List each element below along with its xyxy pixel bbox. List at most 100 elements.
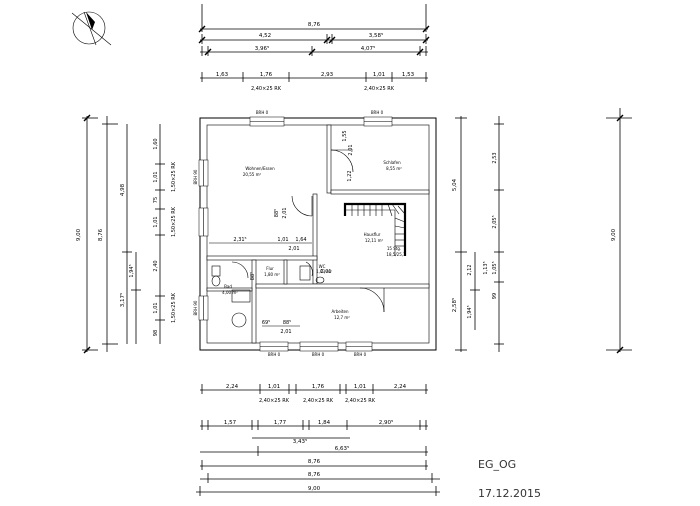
room-wohnen-area: 20,55 m²	[243, 172, 262, 177]
interior-wall	[206, 287, 253, 292]
inner-dim-2: 1,01	[277, 237, 288, 243]
inner-dim-10: 88⁵	[250, 272, 256, 280]
dim-left-inner: 8,76	[98, 228, 104, 241]
dim-bottom-3: 6,63⁵	[335, 445, 349, 452]
dim-bottom-window-2: 2,40×25 RK	[303, 398, 334, 404]
room-bad-area: 4,00 m²	[222, 290, 238, 295]
dim-top-4a: 1,63	[216, 72, 229, 78]
dim-top-3a: 3,96⁵	[255, 45, 269, 52]
dim-left-window-2: 1,50×25 RK	[171, 206, 177, 237]
dim-bottom-1c: 1,76	[312, 384, 325, 390]
dim-right-overall: 9,00	[611, 228, 617, 241]
room-bad-name: Bad	[224, 284, 232, 289]
wc-toilet-icon	[299, 265, 311, 281]
room-hausflur-name: Hausflur	[364, 232, 381, 237]
brh-bottom-3: BRH 0	[354, 352, 367, 357]
right-dimension-chains: 5,04 2,58⁵ 2,12 1,94⁵ 1,13⁵ 2,53 2,05⁵ 1…	[451, 108, 632, 354]
dim-right-b: 2,53	[492, 152, 498, 163]
room-arbeiten-name: Arbeiten	[331, 309, 349, 314]
brh-top-1: BRH 0	[256, 110, 269, 115]
dim-top-4e: 1,53	[402, 72, 415, 78]
dim-right-c: 2,05⁵	[492, 215, 498, 228]
staircase	[343, 202, 407, 256]
sink-icon	[231, 312, 247, 328]
dim-right-e: 2,12	[467, 264, 473, 275]
stairs-ratio: 18,5/25,1	[386, 252, 406, 257]
dim-right-i: 99	[492, 293, 498, 299]
inner-dim-3: 1,64	[295, 237, 306, 243]
interior-wall	[326, 124, 332, 194]
dim-left-overall: 9,00	[76, 228, 82, 241]
dim-bottom-5: 8,76	[308, 472, 321, 478]
brh-left-1: BRH 90	[193, 169, 198, 184]
interior-wall	[255, 283, 430, 289]
dim-left-window-3: 1,50×25 RK	[171, 292, 177, 323]
dim-right-g: 2,58⁵	[451, 298, 458, 312]
dim-top-overall: 8,76	[308, 22, 321, 28]
inner-dim-12: 69⁵	[262, 320, 270, 326]
dim-left-g: 1,01	[153, 216, 159, 227]
inner-dim-7: 2,01	[282, 207, 288, 218]
inner-dim-9: 1,55	[342, 130, 348, 141]
dim-left-f: 75	[153, 197, 159, 203]
dim-left-c: 1,94⁵	[129, 264, 135, 277]
dim-top-3b: 4,07⁵	[361, 45, 375, 52]
dim-bottom-1e: 2,24	[394, 384, 407, 390]
dim-left-i: 1,01	[153, 302, 159, 313]
plan-name: EG_OG	[478, 458, 517, 471]
room-flur-area: 1,80 m²	[264, 272, 280, 277]
inner-dim-11: 2,01	[320, 269, 331, 275]
dim-right-f: 1,94⁵	[467, 305, 473, 318]
dim-left-e: 1,01	[153, 171, 159, 182]
dim-bottom-2a: 1,57	[224, 420, 237, 426]
floor-plan: Wohnen/Essen 20,55 m² Schlafen 8,55 m² H…	[193, 110, 437, 357]
inner-dim-6: 88⁵	[274, 209, 280, 217]
dim-bottom-1a: 2,24	[226, 384, 239, 390]
dim-bottom-2c: 1,84	[318, 420, 331, 426]
room-wc-area: 1,63 m²	[316, 269, 332, 274]
dim-top-window-1: 2,40×25 RK	[251, 86, 282, 92]
inner-dim-4: 2,01	[288, 246, 299, 252]
brh-top-2: BRH 0	[371, 110, 384, 115]
dim-bottom-1b: 1,01	[268, 384, 280, 390]
brh-bottom-2: BRH 0	[312, 352, 325, 357]
dim-bottom-4: 8,76	[308, 459, 321, 465]
stairs-steps: 15 Stg.	[387, 246, 401, 251]
dim-left-j: 98	[153, 330, 159, 336]
room-wc-name: WC	[319, 264, 326, 269]
dim-top-2b: 3,58⁵	[369, 32, 383, 39]
dim-top-4c: 2,93	[321, 72, 334, 78]
left-dimension-chains: 9,00 8,76 4,98 3,17⁵ 1,94⁵ 1,60 1,01 75 …	[76, 114, 177, 354]
dim-left-window-1: 1,50×25 RK	[171, 161, 177, 192]
top-dimension-chains: 8,76 4,52 3,58⁵ 3,96⁵ 4,07⁵ 1,63	[198, 4, 430, 92]
interior-wall	[206, 255, 318, 261]
north-arrow-icon	[71, 11, 112, 46]
room-wohnen-name: Wohnen/Essen	[245, 166, 275, 171]
dim-top-4b: 1,76	[260, 72, 273, 78]
shower-icon	[231, 289, 251, 303]
dim-left-d: 1,60	[153, 138, 159, 149]
dim-top-2a: 4,52	[259, 33, 271, 39]
interior-wall	[251, 259, 257, 344]
inner-dim-13: 88⁵	[283, 320, 291, 326]
dim-left-h: 2,40	[153, 260, 159, 271]
room-schlafen-area: 8,55 m²	[386, 166, 402, 171]
inner-dim-14: 2,01	[280, 329, 291, 335]
dim-right-h: 1,05⁵	[492, 261, 498, 274]
dim-right-d: 1,13⁵	[483, 261, 489, 274]
dim-bottom-1d: 1,01	[354, 384, 366, 390]
dim-bottom-2d: 2,90⁵	[379, 419, 393, 426]
brh-left-2: BRH 90	[193, 300, 198, 315]
dim-left-a: 4,98	[120, 183, 126, 196]
dim-left-b: 3,17⁵	[119, 293, 126, 307]
interior-wall	[283, 259, 288, 285]
dim-right-a: 5,04	[452, 178, 458, 191]
dim-top-4d: 1,01	[373, 72, 385, 78]
inner-dim-5: 2,01	[348, 144, 354, 155]
interior-wall	[330, 189, 430, 195]
room-arbeiten-area: 12,7 m²	[334, 315, 350, 320]
bottom-dimension-chains: 2,24 1,01 1,76 1,01 2,24 2,40×25 RK 2,40…	[196, 384, 440, 496]
plan-date: 17.12.2015	[478, 487, 541, 500]
brh-bottom-1: BRH 0	[268, 352, 281, 357]
